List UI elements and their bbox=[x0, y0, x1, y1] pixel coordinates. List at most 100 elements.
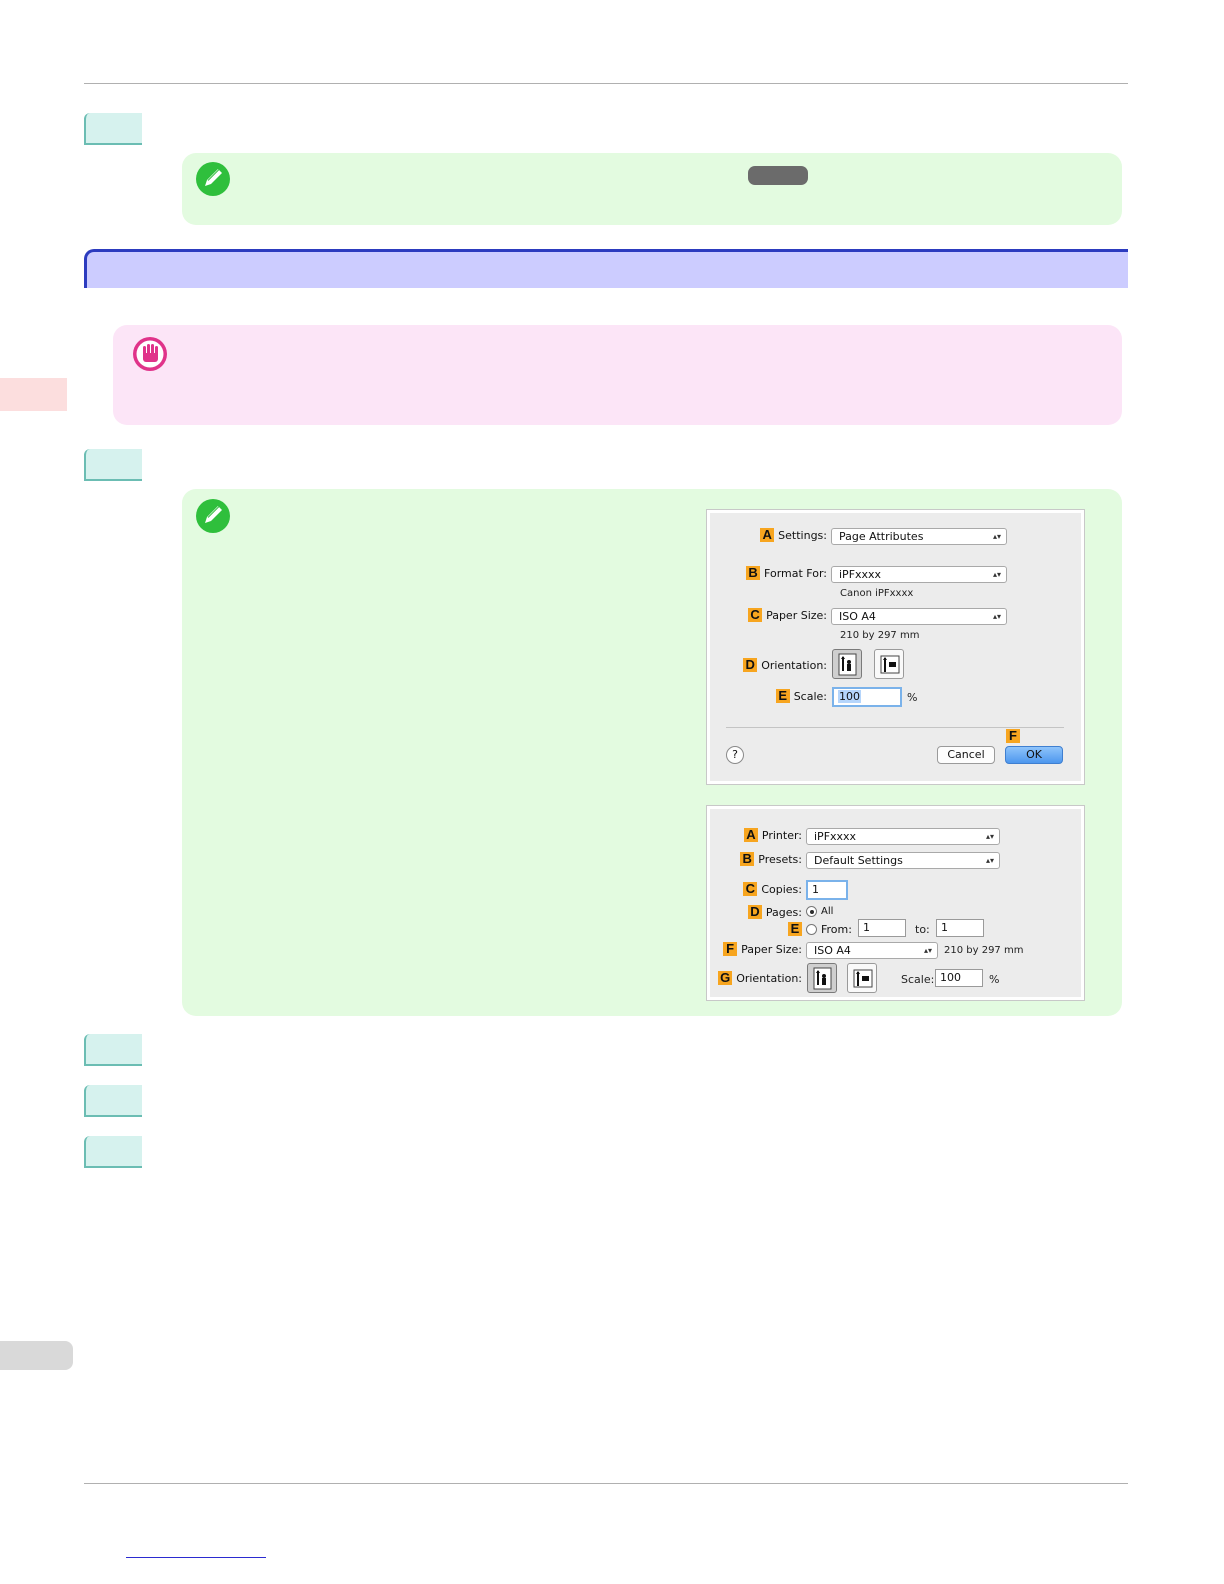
ok-button[interactable]: OK bbox=[1005, 746, 1063, 764]
popup-arrows-icon: ▴▾ bbox=[992, 570, 1001, 579]
paper-size-label-text: Paper Size: bbox=[766, 608, 827, 622]
radio-all[interactable] bbox=[806, 906, 817, 917]
popup-arrows-icon: ▴▾ bbox=[992, 532, 1001, 541]
copies-input[interactable]: 1 bbox=[806, 880, 848, 900]
landscape-orientation-button[interactable] bbox=[874, 649, 904, 679]
print-orientation-label-text: Orientation: bbox=[736, 971, 802, 985]
print-paper-size-label-text: Paper Size: bbox=[741, 942, 802, 956]
presets-value: Default Settings bbox=[814, 854, 903, 867]
print-paper-size-value: ISO A4 bbox=[814, 944, 851, 957]
step-marker bbox=[84, 113, 142, 145]
page-number-tab bbox=[0, 1341, 73, 1370]
settings-popup[interactable]: Page Attributes ▴▾ bbox=[831, 528, 1007, 545]
to-label: to: bbox=[915, 923, 930, 936]
print-paper-size-popup[interactable]: ISO A4 ▴▾ bbox=[806, 942, 938, 959]
pencil-icon bbox=[196, 162, 230, 196]
format-for-value: iPFxxxx bbox=[839, 568, 882, 581]
pages-label: D Pages: bbox=[747, 905, 802, 919]
print-dialog: A Printer: iPFxxxx ▴▾ B Presets: Default… bbox=[707, 806, 1084, 1000]
step-marker bbox=[84, 449, 142, 481]
pages-all-option[interactable]: All bbox=[806, 906, 833, 917]
header-rule bbox=[84, 83, 1128, 84]
from-page-input[interactable]: 1 bbox=[858, 919, 906, 937]
cancel-button[interactable]: Cancel bbox=[937, 746, 995, 764]
pencil-icon bbox=[196, 499, 230, 533]
keyboard-key bbox=[748, 166, 808, 185]
presets-label-text: Presets: bbox=[758, 852, 802, 866]
presets-label: B Presets: bbox=[740, 852, 802, 866]
scale-label-text: Scale: bbox=[793, 689, 827, 703]
printer-label: A Printer: bbox=[743, 828, 802, 842]
orientation-label: D Orientation: bbox=[743, 658, 827, 672]
format-for-label: B Format For: bbox=[746, 566, 827, 580]
print-scale-label: Scale: bbox=[901, 973, 935, 986]
step-marker bbox=[84, 1085, 142, 1117]
step-marker bbox=[84, 1034, 142, 1066]
hand-stop-icon bbox=[133, 337, 167, 371]
print-portrait-button[interactable] bbox=[807, 963, 837, 993]
scale-input[interactable]: 100 bbox=[832, 687, 902, 707]
step-marker bbox=[84, 1136, 142, 1168]
ok-callout: F bbox=[1006, 729, 1020, 743]
callout-badge: C bbox=[743, 882, 758, 896]
portrait-icon bbox=[838, 653, 857, 676]
print-paper-size-dimensions: 210 by 297 mm bbox=[944, 945, 1024, 956]
page-setup-dialog: A Settings: Page Attributes ▴▾ B Format … bbox=[707, 510, 1084, 784]
popup-arrows-icon: ▴▾ bbox=[985, 832, 994, 841]
from-label: From: bbox=[821, 922, 852, 936]
landscape-icon bbox=[880, 655, 900, 674]
callout-badge: A bbox=[760, 528, 775, 542]
paper-size-popup[interactable]: ISO A4 ▴▾ bbox=[831, 608, 1007, 625]
from-page-value: 1 bbox=[863, 921, 870, 934]
print-scale-value: 100 bbox=[940, 971, 961, 984]
section-heading-bar bbox=[84, 249, 1128, 288]
settings-label: A Settings: bbox=[760, 528, 827, 542]
callout-badge: F bbox=[723, 942, 738, 956]
print-orientation-label: G Orientation: bbox=[718, 971, 802, 985]
print-scale-input[interactable]: 100 bbox=[935, 969, 983, 987]
callout-badge: E bbox=[788, 922, 802, 936]
landscape-icon bbox=[853, 969, 873, 988]
scale-unit: % bbox=[907, 691, 918, 704]
footer-rule bbox=[84, 1483, 1128, 1484]
radio-from[interactable] bbox=[806, 923, 817, 935]
callout-badge: B bbox=[746, 566, 761, 580]
orientation-label-text: Orientation: bbox=[761, 658, 827, 672]
popup-arrows-icon: ▴▾ bbox=[985, 856, 994, 865]
chapter-side-tab[interactable] bbox=[0, 378, 67, 411]
print-scale-unit: % bbox=[989, 973, 1000, 986]
callout-badge: C bbox=[748, 608, 763, 622]
print-paper-size-label: F Paper Size: bbox=[723, 942, 802, 956]
paper-size-label: C Paper Size: bbox=[748, 608, 827, 622]
dialog-separator bbox=[726, 727, 1064, 728]
printer-value: iPFxxxx bbox=[814, 830, 857, 843]
format-for-popup[interactable]: iPFxxxx ▴▾ bbox=[831, 566, 1007, 583]
note-box bbox=[182, 153, 1122, 225]
to-page-input[interactable]: 1 bbox=[936, 919, 984, 937]
format-for-label-text: Format For: bbox=[764, 566, 827, 580]
callout-badge: G bbox=[718, 970, 733, 985]
pages-label-text: Pages: bbox=[765, 905, 802, 919]
scale-label: E Scale: bbox=[775, 689, 827, 703]
popup-arrows-icon: ▴▾ bbox=[923, 946, 932, 955]
copies-label-text: Copies: bbox=[761, 882, 802, 896]
copies-value: 1 bbox=[812, 883, 819, 896]
printer-popup[interactable]: iPFxxxx ▴▾ bbox=[806, 828, 1000, 845]
footer-link-underline[interactable] bbox=[126, 1557, 266, 1558]
callout-badge: B bbox=[740, 852, 755, 866]
print-landscape-button[interactable] bbox=[847, 963, 877, 993]
portrait-icon bbox=[813, 967, 832, 990]
format-for-description: Canon iPFxxxx bbox=[840, 588, 914, 599]
callout-badge: E bbox=[775, 689, 790, 703]
settings-value: Page Attributes bbox=[839, 530, 924, 543]
pages-all-label: All bbox=[821, 906, 834, 917]
paper-size-dimensions: 210 by 297 mm bbox=[840, 630, 920, 641]
presets-popup[interactable]: Default Settings ▴▾ bbox=[806, 852, 1000, 869]
pages-from-option[interactable]: E From: bbox=[788, 922, 852, 936]
question-mark-icon[interactable]: ? bbox=[726, 746, 744, 764]
to-page-value: 1 bbox=[941, 921, 948, 934]
callout-badge: D bbox=[747, 905, 762, 919]
callout-badge: F bbox=[1006, 729, 1020, 743]
settings-label-text: Settings: bbox=[778, 528, 827, 542]
portrait-orientation-button[interactable] bbox=[832, 649, 862, 679]
